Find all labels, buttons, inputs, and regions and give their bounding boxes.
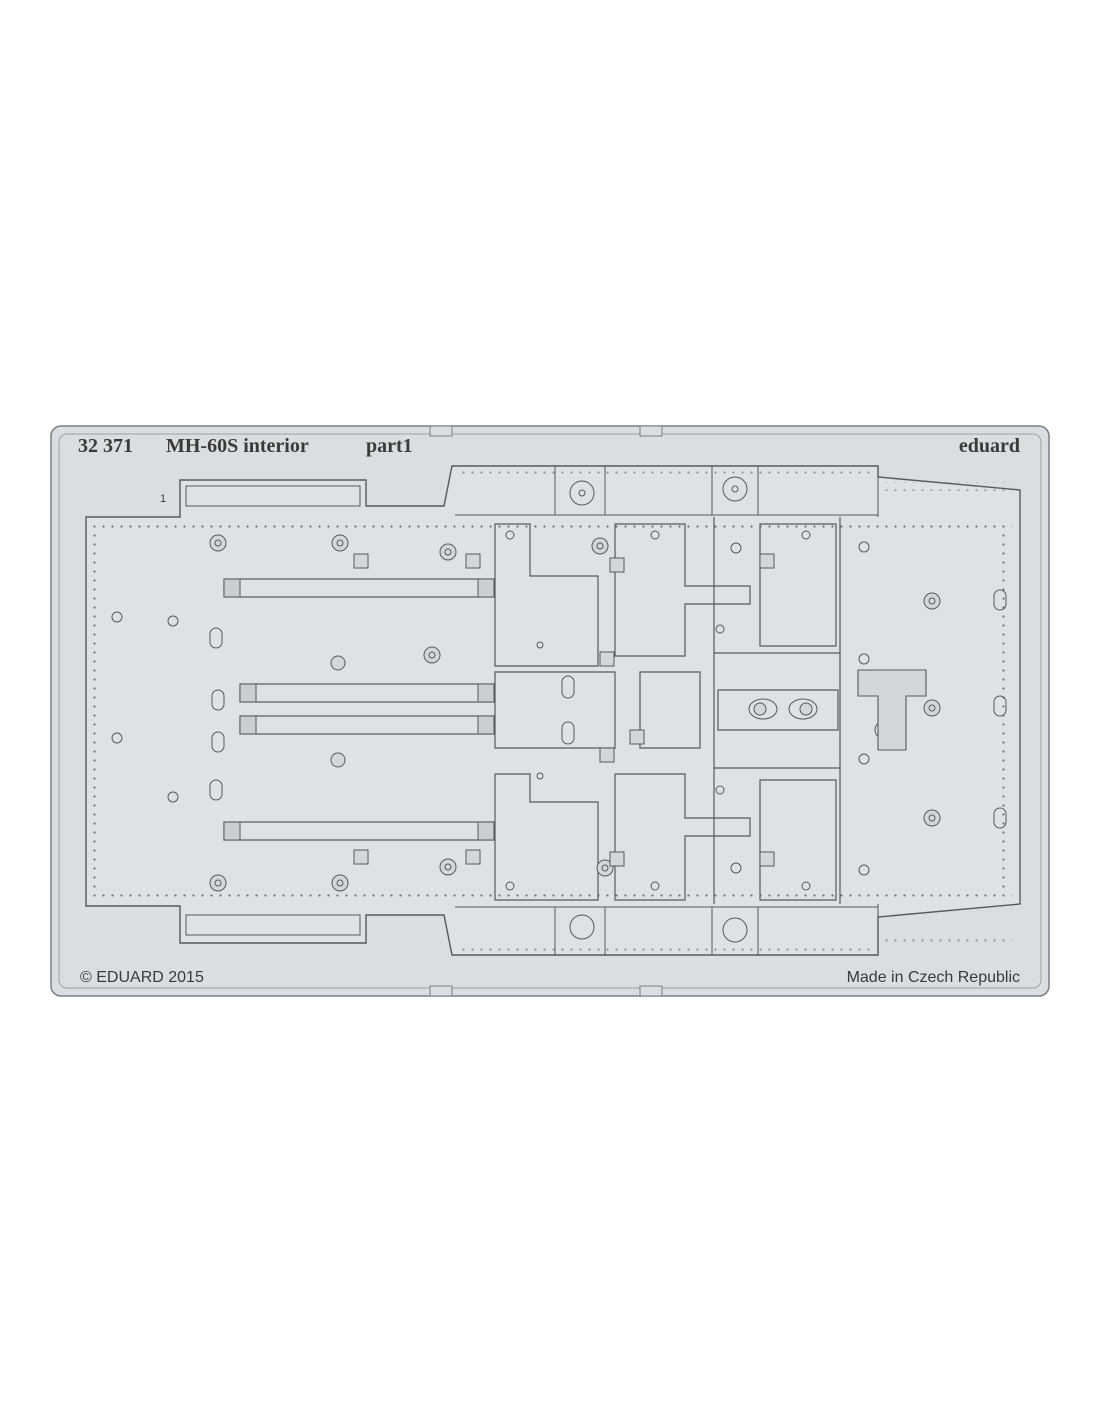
sheet-code: 32 371 (78, 435, 133, 457)
copyright-text: © EDUARD 2015 (80, 969, 204, 986)
t-bracket (857, 669, 927, 751)
sheet-part: part1 (366, 435, 413, 457)
rail-end-tabs (223, 578, 495, 841)
fret-inner-border (58, 433, 1042, 989)
brand-logo: eduard (959, 435, 1020, 457)
sprue-gates (429, 425, 663, 997)
square-pads (353, 553, 775, 867)
eyelets (209, 534, 941, 892)
sheet-title: MH-60S interior (166, 435, 309, 457)
origin-text: Made in Czech Republic (847, 969, 1020, 986)
part-number: 1 (160, 493, 166, 505)
holes (111, 530, 870, 891)
rivet-rows (90, 470, 1012, 954)
